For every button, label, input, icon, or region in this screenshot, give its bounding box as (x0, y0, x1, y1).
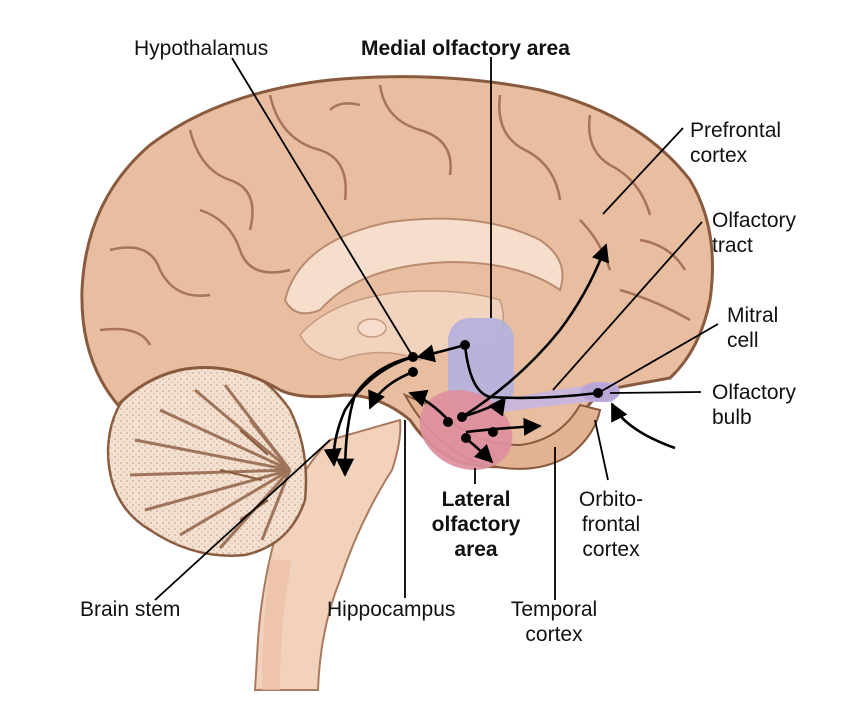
label-olfactory-tract-line2: tract (712, 234, 753, 257)
label-mitral-cell-line2: cell (727, 329, 759, 352)
label-olfactory-bulb: Olfactory bulb (712, 380, 796, 430)
label-lateral-olfactory-area: Lateral olfactory area (420, 487, 532, 562)
hypothalamus-down-1 (323, 355, 414, 467)
label-prefrontal-cortex: Prefrontal cortex (690, 118, 781, 168)
label-orbitofrontal-cortex-line1: Orbito- (578, 488, 644, 511)
label-olfactory-bulb-line1: Olfactory (712, 381, 797, 404)
lateral-to-tract (461, 396, 507, 419)
corpus-callosum (283, 217, 564, 315)
label-temporal-cortex-line2: cortex (525, 623, 583, 646)
label-medial-olfactory-area: Medial olfactory area (361, 37, 570, 60)
brain-stem-shading (262, 560, 292, 690)
label-olfactory-bulb-line2: bulb (712, 406, 752, 429)
label-temporal-cortex-line1: Temporal (510, 598, 598, 621)
label-orbitofrontal-cortex-line2: frontal (581, 513, 641, 536)
label-mitral-cell-line1: Mitral (727, 304, 779, 327)
label-prefrontal-cortex-line1: Prefrontal (690, 119, 782, 142)
label-temporal-cortex: Temporal cortex (498, 597, 610, 647)
label-hippocampus: Hippocampus (327, 598, 456, 621)
label-lateral-olfactory-area-line1: Lateral (441, 488, 511, 511)
lateral-to-prefrontal (461, 243, 610, 419)
label-lateral-olfactory-area-line3: area (454, 538, 498, 561)
label-orbitofrontal-cortex: Orbito- frontal cortex (568, 487, 654, 562)
thalamus (357, 318, 387, 338)
label-prefrontal-cortex-line2: cortex (690, 144, 748, 167)
lateral-down (467, 439, 494, 464)
cortex-gyri (99, 84, 691, 346)
label-orbitofrontal-cortex-line3: cortex (582, 538, 640, 561)
label-olfactory-tract-line1: Olfactory (712, 209, 797, 232)
leader-lines (154, 57, 719, 601)
hypothalamus-down-2 (368, 370, 414, 410)
neural-pathways (323, 243, 676, 477)
cerebellum (106, 360, 308, 557)
lateral-to-orbitofrontal (465, 417, 542, 436)
label-lateral-olfactory-area-line2: olfactory (431, 513, 521, 536)
label-brain-stem: Brain stem (80, 598, 181, 621)
hypothalamus-down-3 (335, 355, 414, 477)
label-hypothalamus: Hypothalamus (134, 37, 269, 60)
label-olfactory-tract: Olfactory tract (712, 208, 796, 258)
olfactory-nerve-input (610, 402, 676, 450)
cerebral-cortex (80, 75, 714, 469)
label-mitral-cell: Mitral cell (727, 303, 778, 353)
